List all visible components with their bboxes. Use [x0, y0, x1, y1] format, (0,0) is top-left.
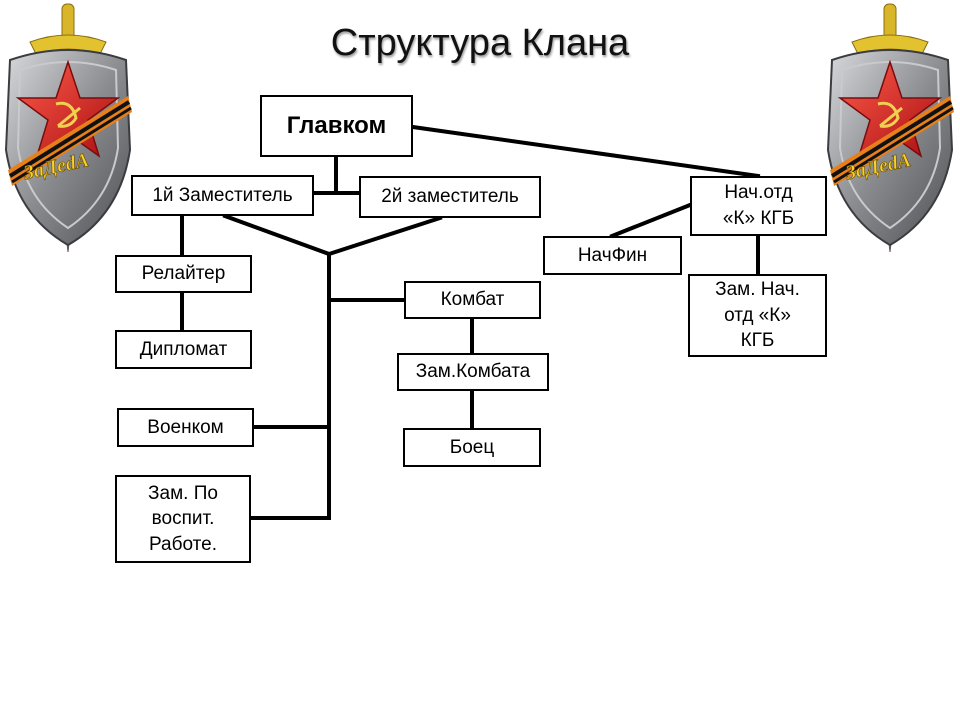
node-deputy2: 2й заместитель	[359, 176, 541, 218]
node-diplomat: Дипломат	[115, 330, 252, 369]
page-title: Структура Клана	[330, 22, 630, 64]
node-zam-kombata: Зам.Комбата	[397, 353, 549, 391]
connector-deputy1-junction	[222, 213, 332, 257]
clan-emblem-left: ЗаДеdA	[4, 3, 132, 253]
ribbon-icon	[8, 96, 132, 186]
hammer-sickle-icon	[877, 101, 903, 128]
node-voenkom: Военком	[117, 408, 254, 447]
ribbon-icon	[830, 96, 954, 186]
connector-kgb-nachfin	[609, 202, 693, 239]
connector-deputy2-junction	[326, 215, 443, 257]
clan-emblem-right: ЗаДеdA	[826, 3, 954, 253]
node-realtor: Релайтер	[115, 255, 252, 293]
node-boets: Боец	[403, 428, 541, 467]
connector-glavkom-kgb	[410, 124, 761, 179]
node-nachfin: НачФин	[543, 236, 682, 275]
node-deputy1: 1й Заместитель	[131, 175, 314, 216]
node-glavkom: Главком	[260, 95, 413, 157]
node-kombat: Комбат	[404, 281, 541, 319]
node-zam-vospit: Зам. По воспит. Работе.	[115, 475, 251, 563]
node-kgb-deputy: Зам. Нач. отд «К» КГБ	[688, 274, 827, 357]
node-kgb-head: Нач.отд «К» КГБ	[690, 176, 827, 236]
hammer-sickle-icon	[55, 101, 81, 128]
